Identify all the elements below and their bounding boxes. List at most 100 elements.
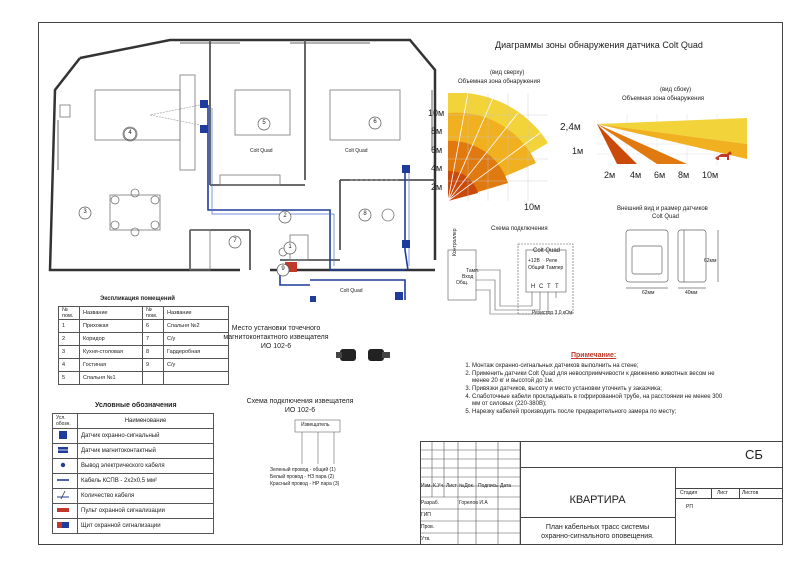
stamp-header-date: Дата xyxy=(500,483,512,489)
cell: 9 xyxy=(142,358,164,372)
wiring-device-term-4: Тампер xyxy=(546,265,564,271)
drawing-title-line1: План кабельных трасс системы xyxy=(545,524,650,531)
wiring-device: Colt Quad xyxy=(533,248,561,254)
side-height-2: 1м xyxy=(572,146,584,156)
cell: С/у xyxy=(163,358,229,372)
table-row: Пульт охранной сигнализации xyxy=(52,503,214,519)
title-block-stage-cell xyxy=(675,468,783,545)
top-y-tick-3: 6м xyxy=(431,145,443,155)
legend-symbol-panel xyxy=(52,503,78,519)
stage-header-stadia: Стадия xyxy=(680,490,698,496)
detectors xyxy=(200,100,410,302)
sensor-note-room5: Colt Quad xyxy=(250,148,273,154)
note-item: Нарезку кабелей производить после предва… xyxy=(472,409,732,416)
room-number-7: 7 xyxy=(233,238,237,244)
wiring-controller-term-2: Вход xyxy=(462,274,474,280)
side-x-tick-5: 10м xyxy=(702,170,719,180)
legend-symbol-magnet xyxy=(52,443,78,459)
wiring-title: Схема подключения xyxy=(491,226,548,232)
room-number-6: 6 xyxy=(373,119,377,125)
legend-label: Кабель КСПВ - 2х2х0,5 мм² xyxy=(77,473,214,489)
top-y-tick-4: 4м xyxy=(431,163,443,173)
wiring-relay-term-2: С xyxy=(539,284,544,290)
legend-table: Усл. обозн. Наименование Датчик охранно-… xyxy=(52,413,214,534)
stamp-role-1: Разраб. xyxy=(421,500,440,506)
stamp-name-1: Горелов И.А xyxy=(459,500,488,506)
top-x-label: 10м xyxy=(524,202,541,212)
stamp-header-ndoc: №Док. xyxy=(459,483,475,489)
stamp-role-4: Утв. xyxy=(421,536,431,542)
detector-appearance xyxy=(625,229,719,289)
side-x-tick-2: 4м xyxy=(630,170,642,180)
appearance-label: Внешний вид и размер датчиков xyxy=(617,206,708,212)
note-item: Слаботочные кабели прокладывать в гофрир… xyxy=(472,394,732,408)
stage-header-list: Лист xyxy=(717,490,728,496)
appearance-dim-height: 62мм xyxy=(704,258,717,264)
rooms-header-num2: № пом. xyxy=(142,306,164,320)
magnet-install-title1: Место установки точечного xyxy=(231,325,321,332)
cell: 4 xyxy=(58,358,80,372)
room-number-5: 5 xyxy=(262,120,266,126)
project-name: КВАРТИРА xyxy=(569,494,626,506)
sheet-frame xyxy=(38,22,783,545)
notes-title: Примечание: xyxy=(571,352,617,359)
room-number-8: 8 xyxy=(363,211,367,217)
side-view-sublabel: Объемная зона обнаружения xyxy=(622,96,705,102)
table-row: Щит охранной сигнализации xyxy=(52,518,214,534)
wiring-diagram xyxy=(447,243,574,315)
notes-list: Монтаж охранно-сигнальных датчиков выпол… xyxy=(462,363,732,417)
top-y-tick-1: 10м xyxy=(428,108,445,118)
title-block-stage-divider xyxy=(675,498,783,499)
side-view-label: (вид сбоку) xyxy=(660,87,692,93)
cell: 1 xyxy=(58,319,80,333)
wiring-relay-term-3: Т xyxy=(547,284,551,290)
cell: 2 xyxy=(58,332,80,346)
wiring-relay-term-1: Н xyxy=(531,284,536,290)
magnet-wiring-title2: ИО 102-6 xyxy=(284,407,316,414)
alarm-panel-marker xyxy=(285,262,297,272)
table-row: Количество кабеля xyxy=(52,488,214,504)
floor-plan xyxy=(48,38,437,302)
drawing-title-line2: охранно-сигнального оповещения. xyxy=(541,533,654,540)
wiring-controller: Контроллер xyxy=(452,228,458,256)
wiring-device-term-2: Общий xyxy=(528,265,545,271)
stamp-header-list: Лист xyxy=(446,483,457,489)
magnet-sensor-image xyxy=(336,349,390,361)
legend-label: Пульт охранной сигнализации xyxy=(77,503,214,519)
side-view-diagram xyxy=(597,114,747,166)
side-x-tick-3: 6м xyxy=(654,170,666,180)
legend-header-symbol: Усл. обозн. xyxy=(52,413,78,429)
table-row: Датчик охранно-сигнальный xyxy=(52,428,214,444)
legend-symbol-shield xyxy=(52,518,78,534)
legend-title: Условные обозначения xyxy=(95,402,177,409)
wiring-relay-term-4: Т xyxy=(555,284,559,290)
stage-value: РП xyxy=(686,504,693,510)
cell: 7 xyxy=(142,332,164,346)
table-row: Кабель КСПВ - 2х2х0,5 мм² xyxy=(52,473,214,489)
top-view-sublabel: Объемная зона обнаружения xyxy=(458,79,541,85)
legend-header-name: Наименование xyxy=(77,413,214,429)
cell: Гостиная xyxy=(79,358,143,372)
side-x-tick-1: 2м xyxy=(604,170,616,180)
note-item: Привязки датчиков, высоту и место устано… xyxy=(472,386,732,393)
magnet-wiring-line1: Зеленый провод - общий (1) xyxy=(270,467,336,473)
room-number-9: 9 xyxy=(281,266,285,272)
rooms-header-name2: Название xyxy=(163,306,229,320)
wiring-device-term-3: Реле xyxy=(546,258,558,264)
legend-symbol-detector xyxy=(52,428,78,444)
top-y-tick-5: 2м xyxy=(431,182,443,192)
stamp-header-izm: Изм. xyxy=(421,483,432,489)
cell: 6 xyxy=(142,319,164,333)
magnet-wiring-line3: Красный провод - НР пара (3) xyxy=(270,481,340,487)
note-item: Применить датчики Colt Quad для невоспри… xyxy=(472,371,732,385)
side-x-tick-4: 8м xyxy=(678,170,690,180)
note-item: Монтаж охранно-сигнальных датчиков выпол… xyxy=(472,363,732,370)
magnet-wiring-line2: Белый провод - НЗ пара (2) xyxy=(270,474,335,480)
title-block-stage-sep-1 xyxy=(711,488,712,498)
cell: Коридор xyxy=(79,332,143,346)
